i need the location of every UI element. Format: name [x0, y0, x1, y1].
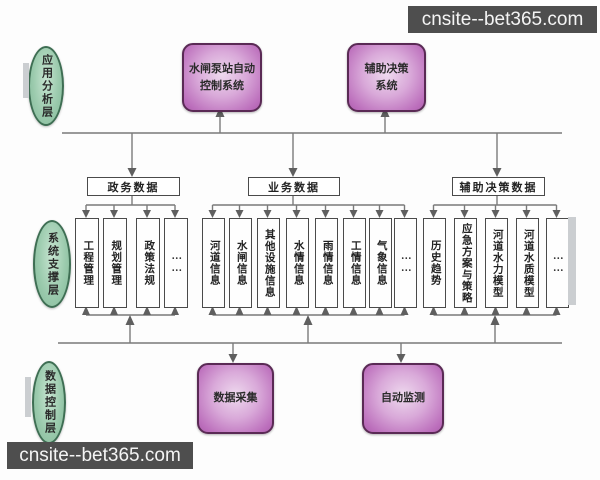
data-column: ……: [394, 218, 417, 308]
data-column: 水情信息: [286, 218, 309, 308]
layer-ellipse-application: 应用分析层: [28, 46, 64, 126]
data-column: 历史趋势: [423, 218, 446, 308]
watermark-bottom-left: cnsite--bet365.com: [7, 442, 193, 469]
column-label: 河道信息: [208, 240, 220, 286]
data-column: 河道信息: [202, 218, 225, 308]
header-label: 辅助决策数据: [459, 181, 538, 194]
column-label: ……: [171, 251, 183, 275]
column-label: 规划管理: [110, 240, 122, 286]
column-label: 水情信息: [292, 240, 304, 286]
column-label: 应急方案与策略: [460, 222, 472, 304]
data-column: ……: [546, 218, 569, 308]
data-column: ……: [164, 218, 188, 308]
data-column: 政策法规: [136, 218, 160, 308]
watermark-top-right: cnsite--bet365.com: [408, 6, 597, 33]
system-label: 数据采集: [213, 392, 258, 405]
column-label: ……: [552, 251, 564, 275]
layer-ellipse-data-control: 数据控制层: [32, 361, 66, 444]
data-column: 工情信息: [343, 218, 366, 308]
system-label-line2: 控制系统: [200, 79, 244, 92]
column-label: 政策法规: [143, 240, 155, 286]
column-label: 水闸信息: [235, 240, 247, 286]
gray-artifact-bar: [23, 63, 29, 98]
data-column: 水闸信息: [229, 218, 252, 308]
data-column: 雨情信息: [315, 218, 338, 308]
data-column: 应急方案与策略: [454, 218, 477, 308]
data-column: 其他设施信息: [257, 218, 280, 308]
system-label-line1: 辅助决策: [364, 63, 409, 75]
system-box-data-collection: 数据采集: [197, 363, 274, 434]
header-business-data: 业务数据: [248, 177, 340, 196]
gray-artifact-bar: [25, 377, 31, 417]
column-label: 其他设施信息: [263, 228, 275, 298]
column-label: 河道水力模型: [491, 228, 503, 298]
data-column: 河道水质模型: [516, 218, 539, 308]
header-label: 业务数据: [268, 181, 320, 194]
column-label: 雨情信息: [321, 240, 333, 286]
data-column: 河道水力模型: [485, 218, 508, 308]
column-label: 气象信息: [375, 240, 387, 286]
gray-artifact-bar: [568, 217, 576, 305]
system-label: 自动监测: [381, 392, 425, 405]
header-decision-data: 辅助决策数据: [452, 177, 545, 196]
column-label: 工情信息: [349, 240, 361, 286]
layer-label: 应用分析层: [40, 53, 53, 119]
layer-label: 系统支撑层: [46, 231, 59, 297]
system-box-sluice-pump-control: 水闸泵站自动 控制系统: [182, 43, 262, 112]
system-label-line1: 水闸泵站自动: [189, 63, 255, 75]
system-box-decision-support: 辅助决策 系统: [347, 43, 426, 112]
system-box-auto-monitoring: 自动监测: [362, 363, 444, 434]
header-label: 政务数据: [107, 181, 160, 194]
column-label: ……: [400, 251, 412, 275]
data-column: 规划管理: [103, 218, 127, 308]
system-label-line2: 系统: [375, 79, 398, 92]
header-government-data: 政务数据: [87, 177, 180, 196]
layer-ellipse-support: 系统支撑层: [33, 220, 71, 308]
data-column: 气象信息: [369, 218, 392, 308]
column-label: 历史趋势: [429, 240, 441, 286]
column-label: 工程管理: [82, 240, 94, 286]
data-column: 工程管理: [75, 218, 99, 308]
layer-label: 数据控制层: [43, 370, 56, 435]
column-label: 河道水质模型: [522, 228, 534, 298]
